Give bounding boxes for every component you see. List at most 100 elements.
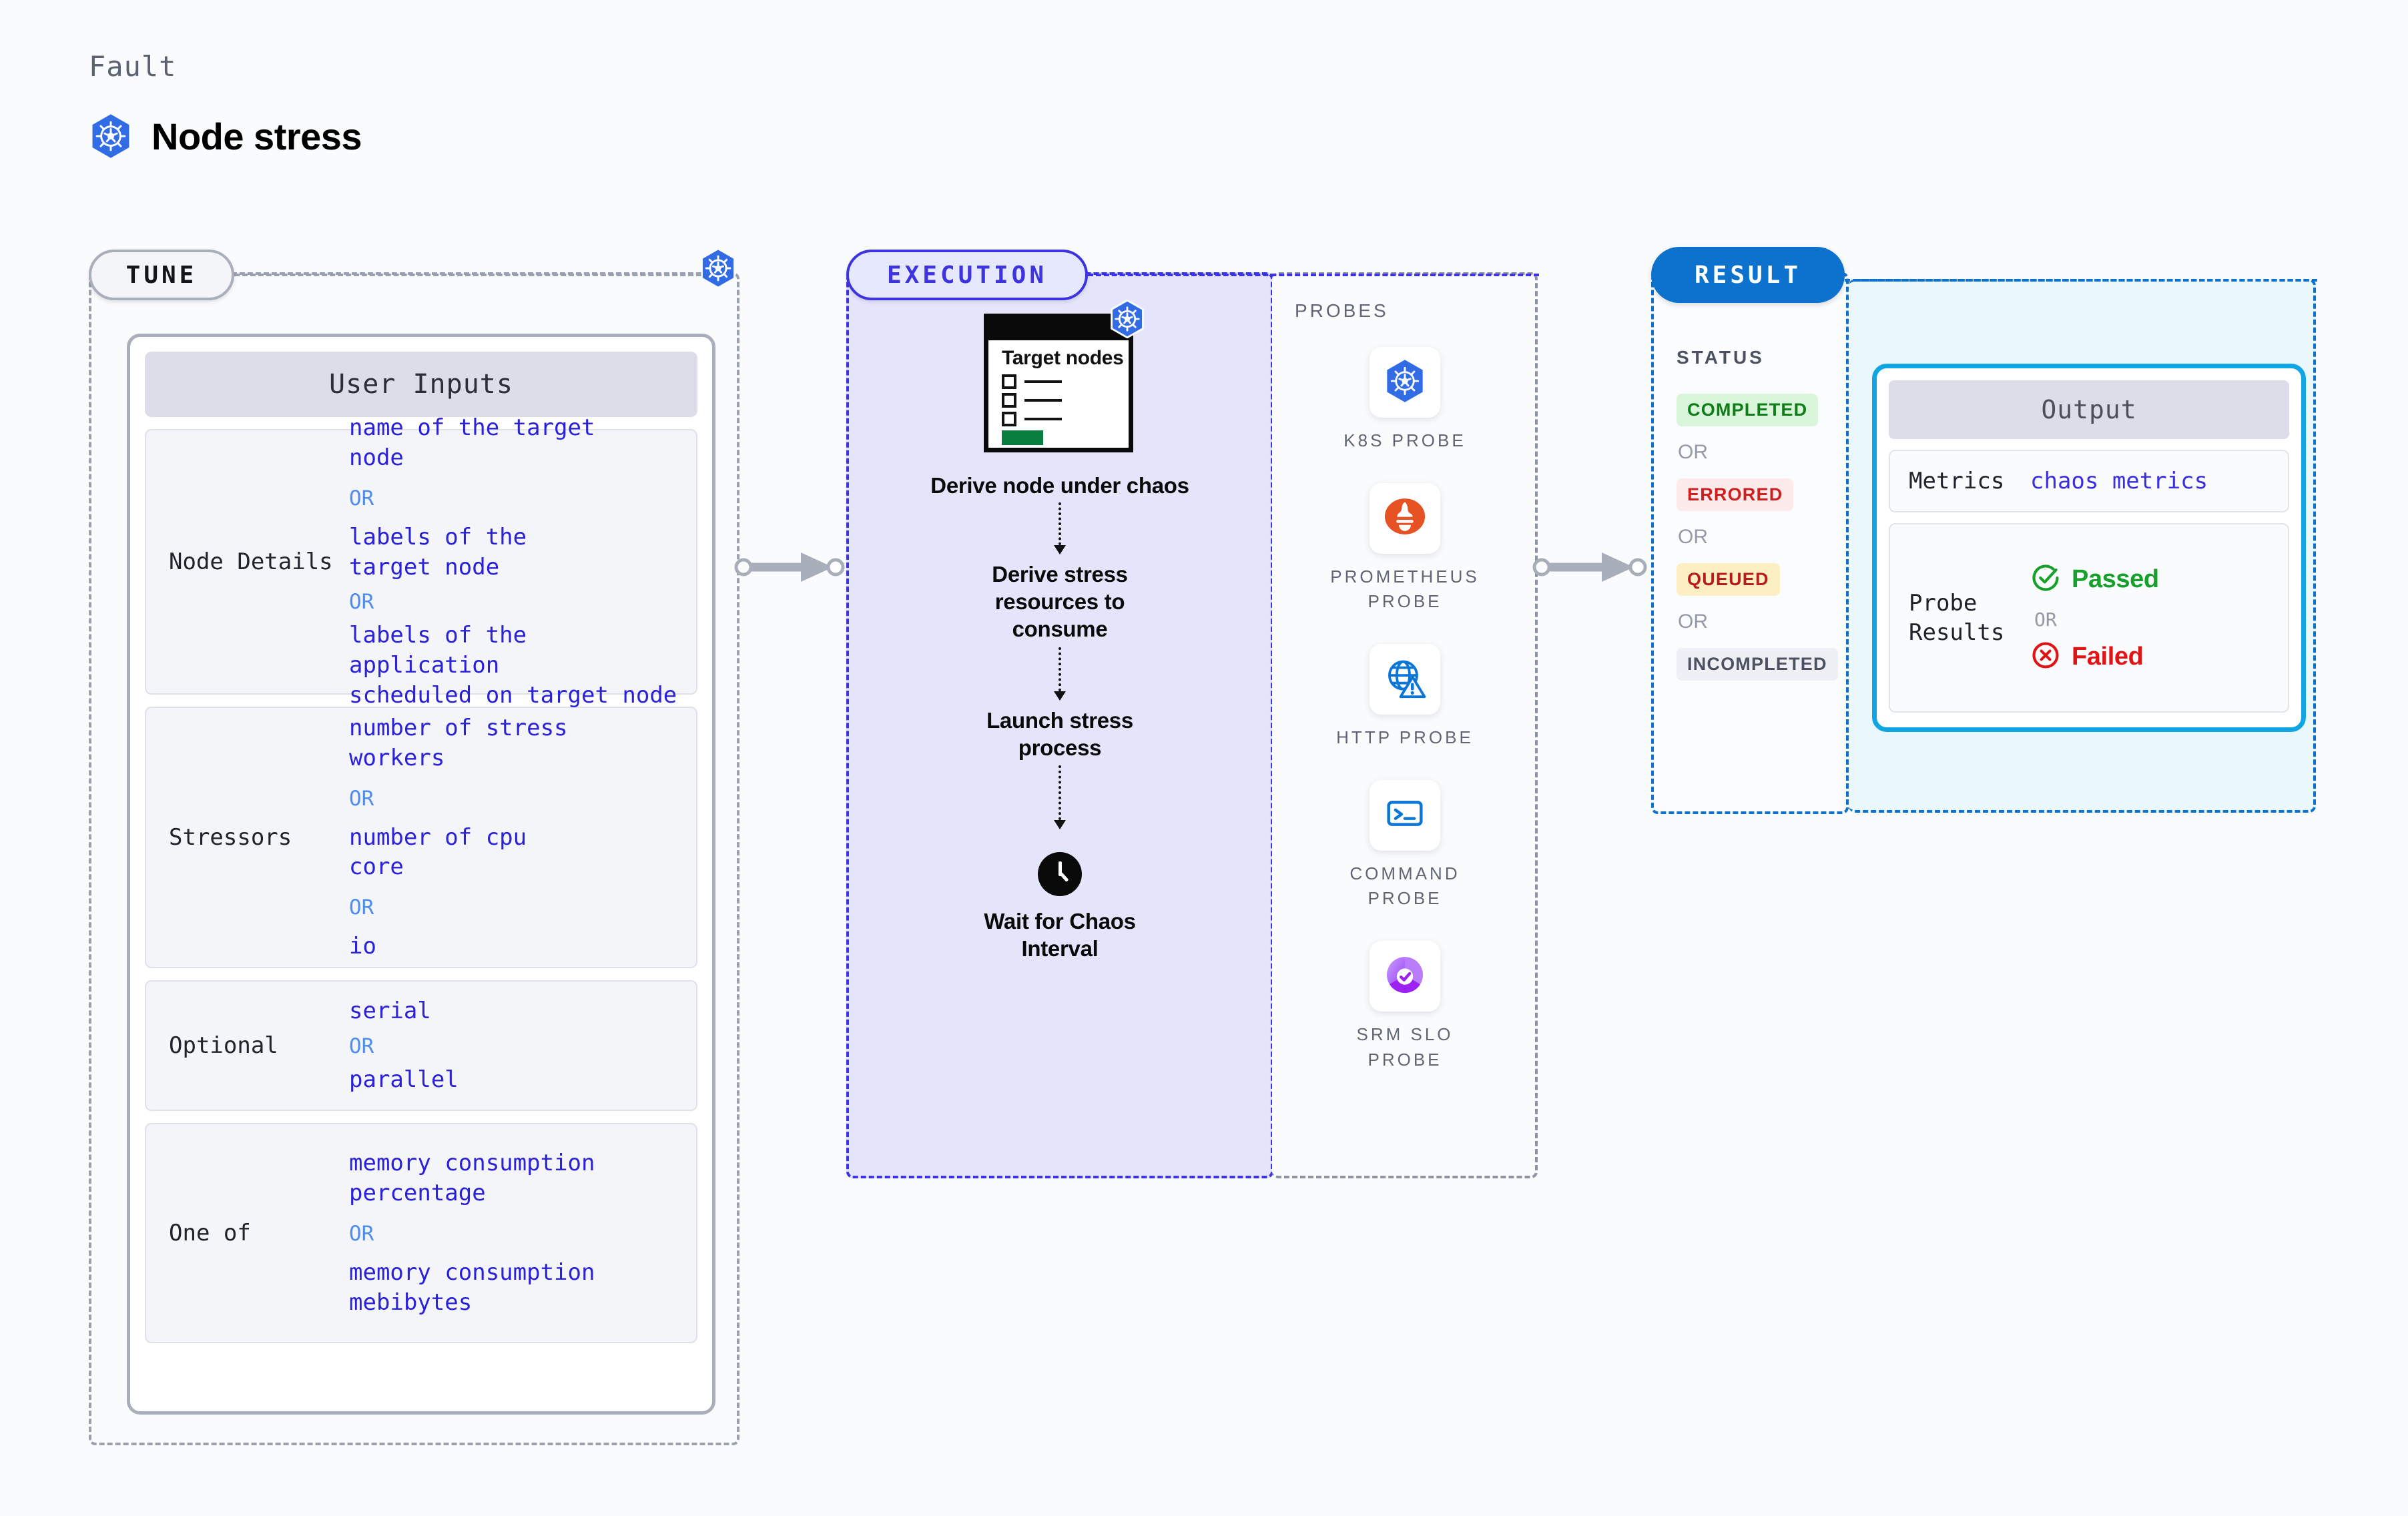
result-leader-line <box>1845 279 2317 282</box>
globe-warning-icon <box>1384 657 1426 703</box>
input-row-stressors[interactable]: Stressors number of stress workers OR nu… <box>145 707 697 968</box>
arrowhead-icon <box>1054 820 1066 830</box>
probe-result-passed: Passed <box>2030 562 2279 597</box>
stage-badge-tune[interactable]: TUNE <box>89 250 234 300</box>
input-row-one-of[interactable]: One of memory consumption percentage OR … <box>145 1123 697 1343</box>
probe-result-failed: Failed <box>2030 640 2279 674</box>
target-nodes-title: Target nodes <box>1002 347 1124 369</box>
probes-container <box>1272 272 1538 1178</box>
passed-label: Passed <box>2072 564 2159 593</box>
metrics-value: chaos metrics <box>2030 468 2208 494</box>
input-row-label: Node Details <box>169 548 333 575</box>
check-circle-icon <box>2030 562 2061 597</box>
input-value: serial <box>349 998 431 1025</box>
flow-connector <box>1059 502 1061 554</box>
output-row-probe-results[interactable]: Probe Results Passed OR <box>1889 523 2289 713</box>
list-item <box>1002 411 1129 426</box>
probes-list: K8S PROBE PROMETHEUS PROBE <box>1272 347 1538 1073</box>
stage-badge-result[interactable]: RESULT <box>1651 247 1845 303</box>
input-value: labels of the target node <box>349 523 527 581</box>
flow-connector <box>1059 647 1061 701</box>
input-row-values: name of the target node OR labels of the… <box>349 413 684 711</box>
input-row-label: Optional <box>169 1032 278 1059</box>
or-separator: OR <box>2034 608 2057 631</box>
arrowhead-icon <box>1054 544 1066 554</box>
checkbox-icon <box>1002 411 1016 426</box>
probe-label: COMMAND PROBE <box>1349 863 1460 909</box>
probe-item-srm-slo[interactable]: SRM SLO PROBE <box>1318 941 1492 1072</box>
progress-bar <box>1002 430 1043 445</box>
flow-connector <box>1059 765 1061 829</box>
status-badge-incompleted: INCOMPLETED <box>1677 648 1838 681</box>
kubernetes-icon <box>699 248 737 292</box>
input-row-optional[interactable]: Optional serial OR parallel <box>145 980 697 1111</box>
list-item <box>1002 392 1129 408</box>
placeholder-line <box>1024 380 1062 383</box>
probe-tile[interactable] <box>1370 482 1440 554</box>
or-separator: OR <box>349 590 374 615</box>
checkbox-icon <box>1002 374 1016 389</box>
stage-badge-execution[interactable]: EXECUTION <box>846 250 1088 300</box>
terminal-icon <box>1384 792 1426 838</box>
input-value: name of the target node <box>349 414 595 471</box>
input-value: memory consumption mebibytes <box>349 1259 595 1316</box>
status-badge-errored: ERRORED <box>1677 478 1794 511</box>
fault-title-row: Node stress <box>89 113 362 159</box>
srm-slo-icon <box>1384 954 1426 1000</box>
clock-icon <box>1038 852 1082 897</box>
input-row-label: Stressors <box>169 823 292 851</box>
probe-tile[interactable] <box>1370 779 1440 851</box>
probe-label: K8S PROBE <box>1343 430 1466 450</box>
or-separator: OR <box>349 895 374 920</box>
failed-label: Failed <box>2072 642 2144 671</box>
page-title: Node stress <box>152 115 362 157</box>
status-title: STATUS <box>1677 347 1765 368</box>
kubernetes-icon <box>1384 359 1426 406</box>
input-value: io <box>349 933 376 960</box>
input-row-values: number of stress workers OR number of cp… <box>349 713 684 962</box>
output-row-label: Metrics <box>1909 467 2005 494</box>
fault-label: Fault <box>89 50 177 83</box>
output-row-body: chaos metrics <box>2030 468 2279 494</box>
arrow-tune-to-execution <box>734 552 845 582</box>
user-inputs-card: User Inputs Node Details name of the tar… <box>127 334 715 1415</box>
input-row-label: One of <box>169 1219 251 1246</box>
input-row-node-details[interactable]: Node Details name of the target node OR … <box>145 414 697 709</box>
probe-label: SRM SLO PROBE <box>1356 1024 1454 1070</box>
probe-tile[interactable] <box>1370 644 1440 715</box>
output-card: Output Metrics chaos metrics Probe Resul… <box>1872 364 2306 732</box>
x-circle-icon <box>2030 640 2061 674</box>
or-separator: OR <box>349 486 374 510</box>
result-status-container <box>1651 272 1849 814</box>
input-value: number of cpu core <box>349 823 527 881</box>
probe-tile[interactable] <box>1370 347 1440 418</box>
prometheus-icon <box>1384 495 1426 541</box>
output-row-label: Probe Results <box>1909 589 2005 646</box>
placeholder-line <box>1024 417 1062 420</box>
input-value: number of stress workers <box>349 714 568 771</box>
input-row-values: memory consumption percentage OR memory … <box>349 1148 684 1318</box>
status-badge-completed: COMPLETED <box>1677 394 1819 426</box>
output-row-metrics[interactable]: Metrics chaos metrics <box>1889 450 2289 512</box>
or-separator: OR <box>1678 441 1708 463</box>
execution-leader-line <box>1088 274 1539 276</box>
probe-item-command[interactable]: COMMAND PROBE <box>1318 779 1492 911</box>
probe-item-k8s[interactable]: K8S PROBE <box>1318 347 1492 454</box>
probe-item-prometheus[interactable]: PROMETHEUS PROBE <box>1318 482 1492 615</box>
probe-tile[interactable] <box>1370 941 1440 1012</box>
target-nodes-list <box>1002 374 1129 426</box>
input-value: parallel <box>349 1066 459 1093</box>
step-label-launch-stress: Launch stress process <box>986 707 1133 760</box>
or-separator: OR <box>1678 611 1708 633</box>
output-header: Output <box>1889 380 2289 439</box>
arrow-execution-to-result <box>1532 552 1647 582</box>
input-row-values: serial OR parallel <box>349 996 684 1095</box>
user-inputs-header: User Inputs <box>145 352 697 417</box>
checkbox-icon <box>1002 392 1016 408</box>
or-separator: OR <box>349 786 374 811</box>
execution-flow: Target nodes <box>846 299 1273 963</box>
probe-item-http[interactable]: HTTP PROBE <box>1318 644 1492 751</box>
target-nodes-card: Target nodes <box>984 299 1144 452</box>
kubernetes-icon <box>89 113 133 159</box>
